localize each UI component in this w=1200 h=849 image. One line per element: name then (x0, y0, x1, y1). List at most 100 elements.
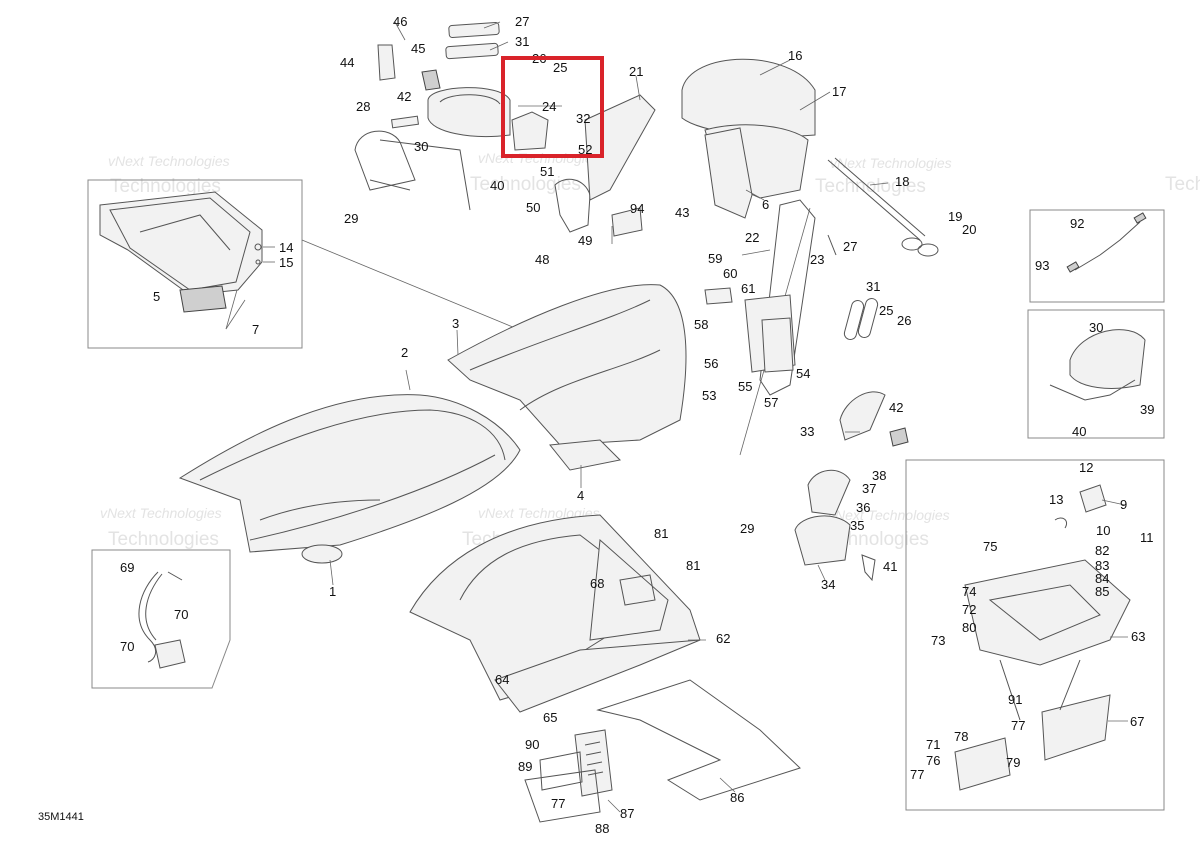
callout-label: 65 (543, 710, 557, 725)
watermark-text: vNext Technologies (828, 507, 950, 523)
callout-label: 90 (525, 737, 539, 752)
callout-label: 87 (620, 806, 634, 821)
callout-label: 29 (344, 211, 358, 226)
callout-label: 40 (1072, 424, 1086, 439)
seat-parts (178, 284, 687, 564)
callout-label: 54 (796, 366, 810, 381)
callout-label: 59 (708, 251, 722, 266)
callout-label: 45 (411, 41, 425, 56)
inset-harness (1029, 209, 1165, 303)
callout-label: 69 (120, 560, 134, 575)
callout-label: 22 (745, 230, 759, 245)
rack-parts (524, 729, 613, 823)
callout-label: 86 (730, 790, 744, 805)
callout-label: 81 (654, 526, 668, 541)
callout-label: 82 (1095, 543, 1109, 558)
watermark-text: vNext Technologies (830, 155, 952, 171)
callout-label: 77 (910, 767, 924, 782)
callout-label: 74 (962, 584, 976, 599)
callout-label: 4 (577, 488, 584, 503)
callout-label: 44 (340, 55, 354, 70)
highlight-box (501, 56, 604, 158)
callout-label: 85 (1095, 584, 1109, 599)
inset-tether (91, 549, 231, 689)
callout-label: 7 (252, 322, 259, 337)
callout-label: 42 (397, 89, 411, 104)
watermark-text: vNext Technologies (108, 153, 230, 169)
callout-label: 9 (1120, 497, 1127, 512)
callout-label: 12 (1079, 460, 1093, 475)
callout-label: 81 (686, 558, 700, 573)
callout-label: 1 (329, 584, 336, 599)
leader-lines (225, 21, 1128, 813)
callout-label: 33 (800, 424, 814, 439)
callout-label: 42 (889, 400, 903, 415)
callout-label: 39 (1140, 402, 1154, 417)
latch-parts (704, 287, 909, 582)
callout-label: 16 (788, 48, 802, 63)
callout-label: 30 (414, 139, 428, 154)
callout-label: 56 (704, 356, 718, 371)
callout-label: 48 (535, 252, 549, 267)
callout-label: 32 (576, 111, 590, 126)
callout-label: 20 (962, 222, 976, 237)
callout-label: 80 (962, 620, 976, 635)
callout-label: 27 (843, 239, 857, 254)
grab-handle-parts (354, 21, 656, 237)
callout-label: 55 (738, 379, 752, 394)
callout-label: 35 (850, 518, 864, 533)
callout-label: 27 (515, 14, 529, 29)
backrest-parts (681, 58, 939, 396)
callout-label: 17 (832, 84, 846, 99)
callout-label: 77 (551, 796, 565, 811)
callout-label: 13 (1049, 492, 1063, 507)
callout-label: 41 (883, 559, 897, 574)
watermark-text: vNext Technologies (100, 505, 222, 521)
callout-label: 25 (879, 303, 893, 318)
callout-label: 51 (540, 164, 554, 179)
watermark-text: Technologies (1165, 174, 1200, 195)
watermark-text: vNext Technologies (478, 505, 600, 521)
callout-label: 37 (862, 481, 876, 496)
callout-label: 91 (1008, 692, 1022, 707)
callout-label: 88 (595, 821, 609, 836)
callout-label: 68 (590, 576, 604, 591)
drawing-id: 35M1441 (38, 811, 84, 823)
watermark-text: Technologies (815, 176, 926, 197)
watermark-text: Technologies (110, 176, 221, 197)
tether-parts (138, 571, 186, 669)
callout-label: 72 (962, 602, 976, 617)
callout-label: 21 (629, 64, 643, 79)
inset-seat-base (905, 459, 1165, 811)
inset-boxes (87, 179, 1165, 811)
callout-label: 23 (810, 252, 824, 267)
seat-base-parts (954, 484, 1131, 791)
inset-backrest-detail (1027, 309, 1165, 439)
callout-label: 18 (895, 174, 909, 189)
callout-label: 71 (926, 737, 940, 752)
callout-label: 78 (954, 729, 968, 744)
callout-label: 70 (120, 639, 134, 654)
callout-label: 94 (630, 201, 644, 216)
callout-label: 50 (526, 200, 540, 215)
callout-label: 31 (866, 279, 880, 294)
callout-label: 2 (401, 345, 408, 360)
callout-label: 46 (393, 14, 407, 29)
callout-label: 19 (948, 209, 962, 224)
callout-label: 28 (356, 99, 370, 114)
callout-label: 70 (174, 607, 188, 622)
callout-label: 67 (1130, 714, 1144, 729)
callout-label: 31 (515, 34, 529, 49)
callout-label: 58 (694, 317, 708, 332)
watermark-text: Technologies (470, 174, 581, 195)
callout-label: 52 (578, 142, 592, 157)
callout-label: 93 (1035, 258, 1049, 273)
callout-label: 34 (821, 577, 835, 592)
callout-label: 40 (490, 178, 504, 193)
callout-label: 43 (675, 205, 689, 220)
callout-label: 24 (542, 99, 556, 114)
callout-label: 62 (716, 631, 730, 646)
callout-label: 10 (1096, 523, 1110, 538)
trunk-parts (409, 514, 801, 801)
